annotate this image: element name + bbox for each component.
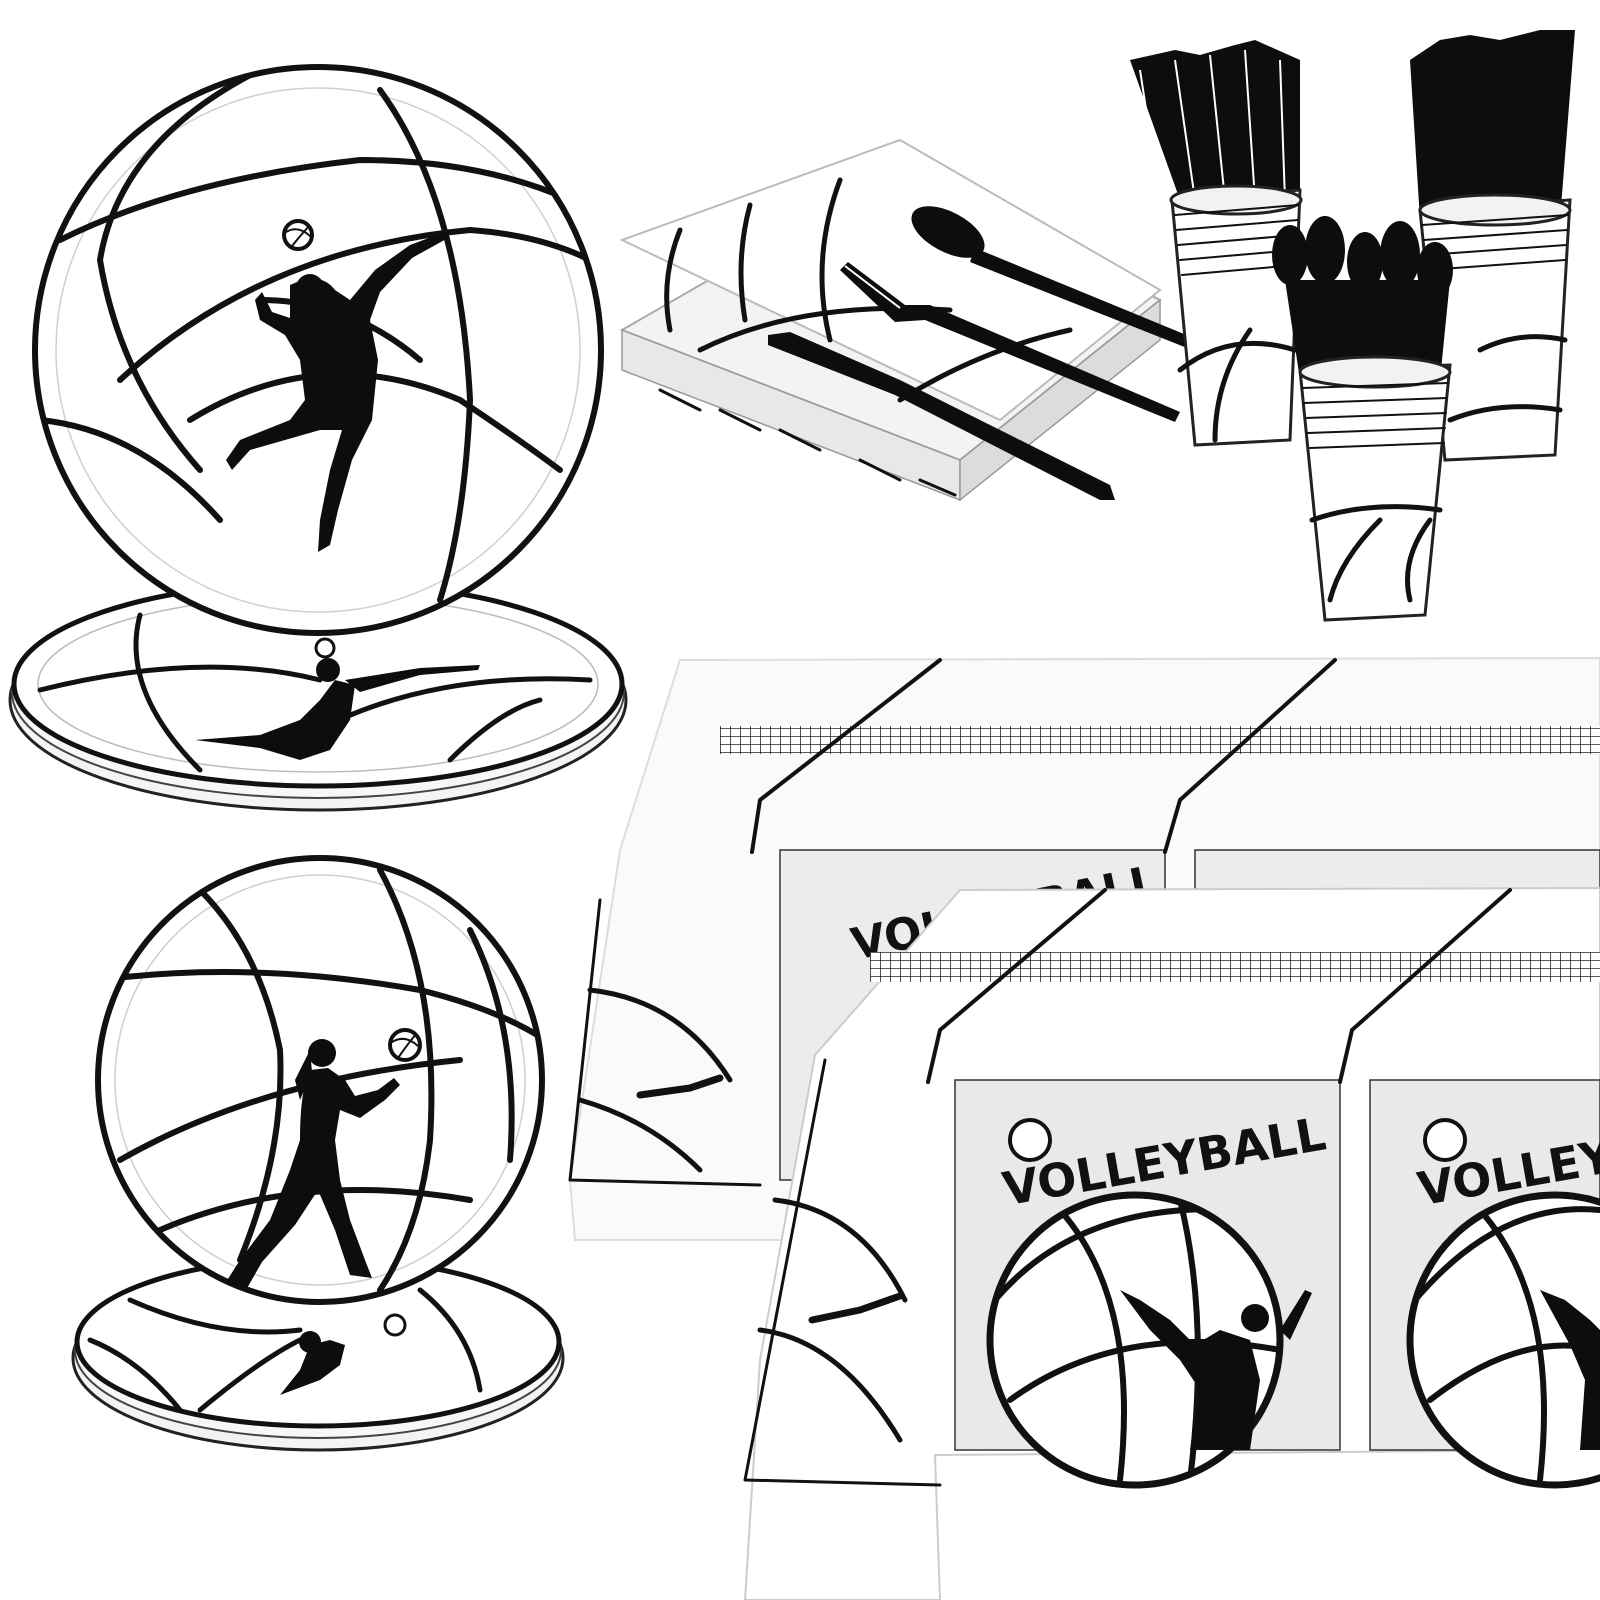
knife-icon (768, 332, 1115, 500)
small-plates (71, 855, 565, 1452)
spiking-player-silhouette (226, 232, 448, 552)
spoon-icon (911, 206, 1235, 365)
volleyball-logo-icon (1008, 1118, 1052, 1162)
cutlery-on-napkin (768, 206, 1235, 500)
large-plates (8, 64, 628, 812)
tablecloth-ball-left (986, 1191, 1312, 1489)
volleyball-icon (282, 219, 314, 251)
small-plate-top (95, 855, 545, 1305)
receiving-player-silhouette (226, 1039, 400, 1290)
tablecloths: VOLLEYBALL (568, 656, 1600, 1600)
fork-bundle (1130, 40, 1300, 201)
knife-bundle (1410, 30, 1575, 220)
fork-icon (840, 262, 1180, 422)
cup-knives (1418, 193, 1572, 462)
spoon-bundle (1272, 216, 1453, 380)
volleyball-logo-icon-2 (1423, 1118, 1467, 1162)
cups-with-cutlery (1130, 30, 1575, 622)
large-plate-stack (8, 579, 628, 812)
cup-spoons (1298, 355, 1452, 622)
tablecloth-ball-right (1406, 1191, 1600, 1489)
napkins (619, 138, 1162, 502)
cup-forks (1169, 184, 1303, 447)
large-plate-top (32, 64, 604, 636)
tablecloth-front: VOLLEYBALL VOLLEYBALL (743, 886, 1600, 1600)
